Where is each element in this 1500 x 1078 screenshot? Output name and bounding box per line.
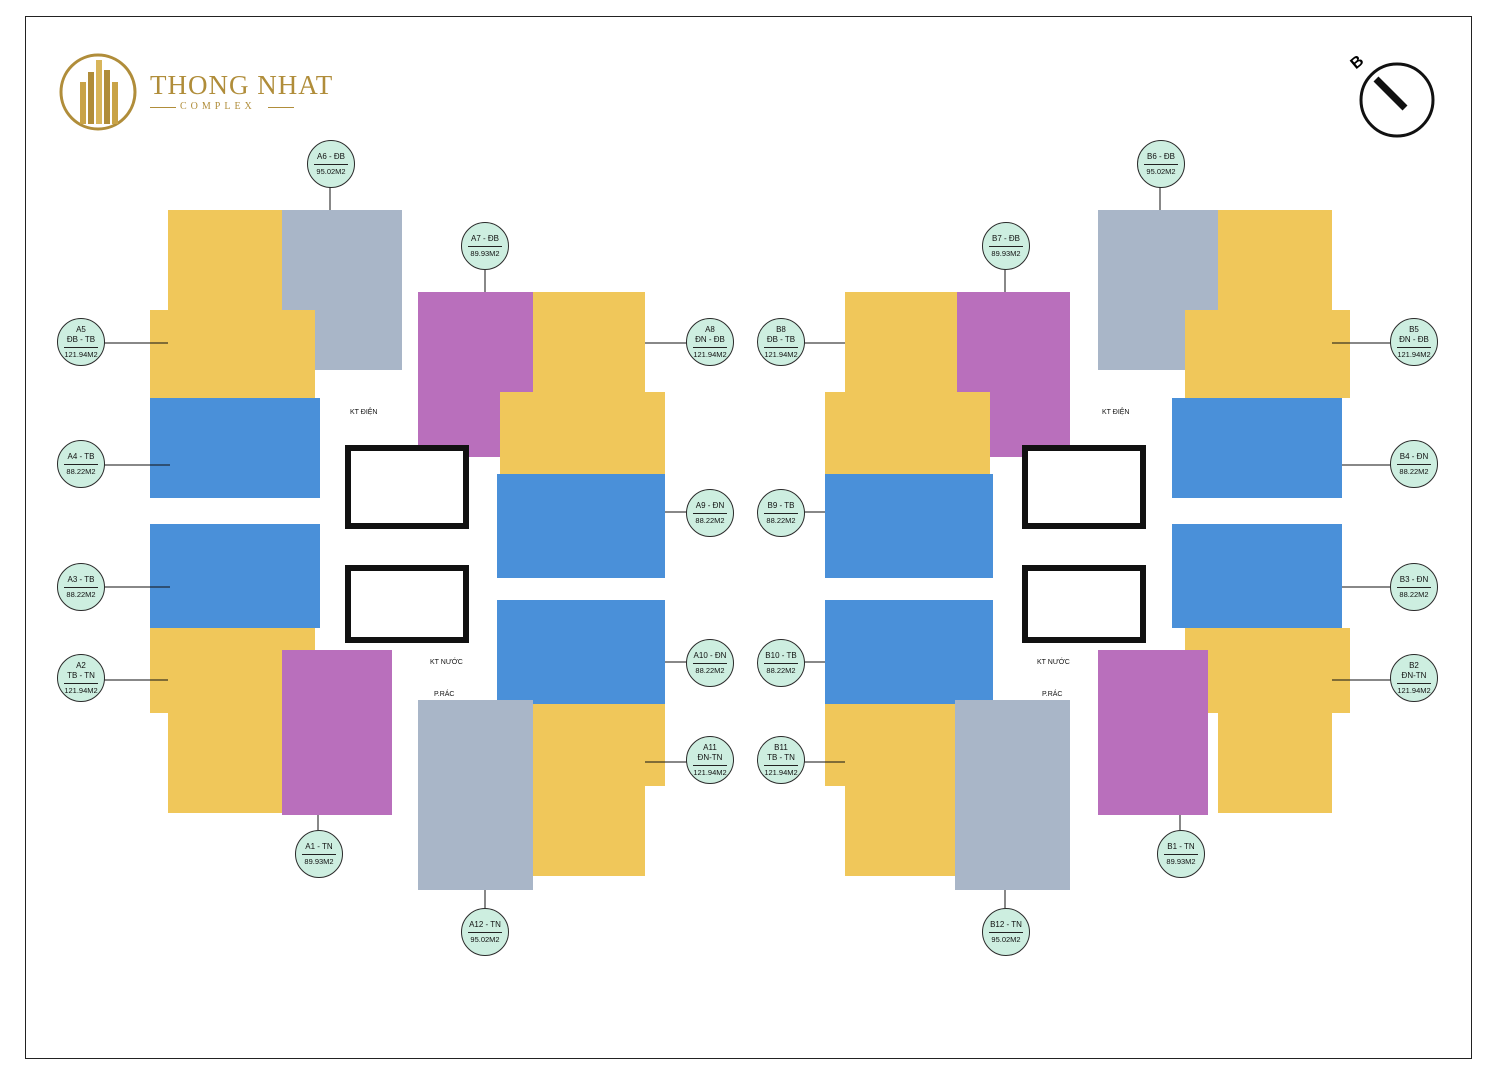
logo-rule-right	[268, 107, 294, 108]
unit-b11-lower	[845, 786, 957, 876]
north-compass: B	[1348, 50, 1440, 140]
unit-a5-upper	[168, 210, 282, 310]
elevator-core-bottom	[345, 565, 469, 643]
tower-a	[150, 210, 665, 890]
unit-a12	[418, 700, 533, 890]
unit-b5-upper	[1218, 210, 1332, 310]
unit-a8-upper	[533, 292, 645, 402]
elevator-core-bottom-b	[1022, 565, 1146, 643]
unit-b2-lower	[1218, 713, 1332, 813]
unit-a3	[150, 524, 320, 628]
unit-b4	[1172, 398, 1342, 498]
room-p-rac-a: P.RÁC	[434, 691, 455, 698]
unit-b2	[1185, 628, 1350, 713]
compass-icon	[1359, 62, 1435, 138]
room-kt-dien-b: KT ĐIỆN	[1102, 409, 1130, 416]
logo: THONG NHAT COMPLEX	[58, 52, 348, 142]
unit-b12	[955, 700, 1070, 890]
elevator-core-top-b	[1022, 445, 1146, 529]
unit-b8	[825, 392, 990, 474]
room-p-rac-b: P.RÁC	[1042, 691, 1063, 698]
logo-title: THONG NHAT	[150, 70, 334, 100]
unit-a10	[497, 600, 665, 704]
unit-b10	[825, 600, 993, 704]
room-kt-nuoc-b: KT NƯỚC	[1037, 659, 1070, 666]
logo-building-icon	[59, 53, 137, 131]
room-kt-dien-a: KT ĐIỆN	[350, 409, 378, 416]
unit-a5	[150, 310, 315, 398]
logo-rule-left	[150, 107, 176, 108]
tower-b	[825, 210, 1350, 890]
logo-subtitle: COMPLEX	[180, 101, 256, 112]
unit-b1	[1098, 650, 1208, 815]
unit-b5	[1185, 310, 1350, 398]
room-kt-nuoc-a: KT NƯỚC	[430, 659, 463, 666]
unit-a9	[497, 474, 665, 578]
elevator-core-top	[345, 445, 469, 529]
unit-b8-upper	[845, 292, 957, 402]
unit-a8	[500, 392, 665, 474]
drawing-frame	[25, 16, 1472, 1059]
unit-b9	[825, 474, 993, 578]
unit-a2-lower	[168, 713, 282, 813]
unit-b3	[1172, 524, 1342, 628]
unit-a11-lower	[533, 786, 645, 876]
unit-a4	[150, 398, 320, 498]
unit-a1	[282, 650, 392, 815]
